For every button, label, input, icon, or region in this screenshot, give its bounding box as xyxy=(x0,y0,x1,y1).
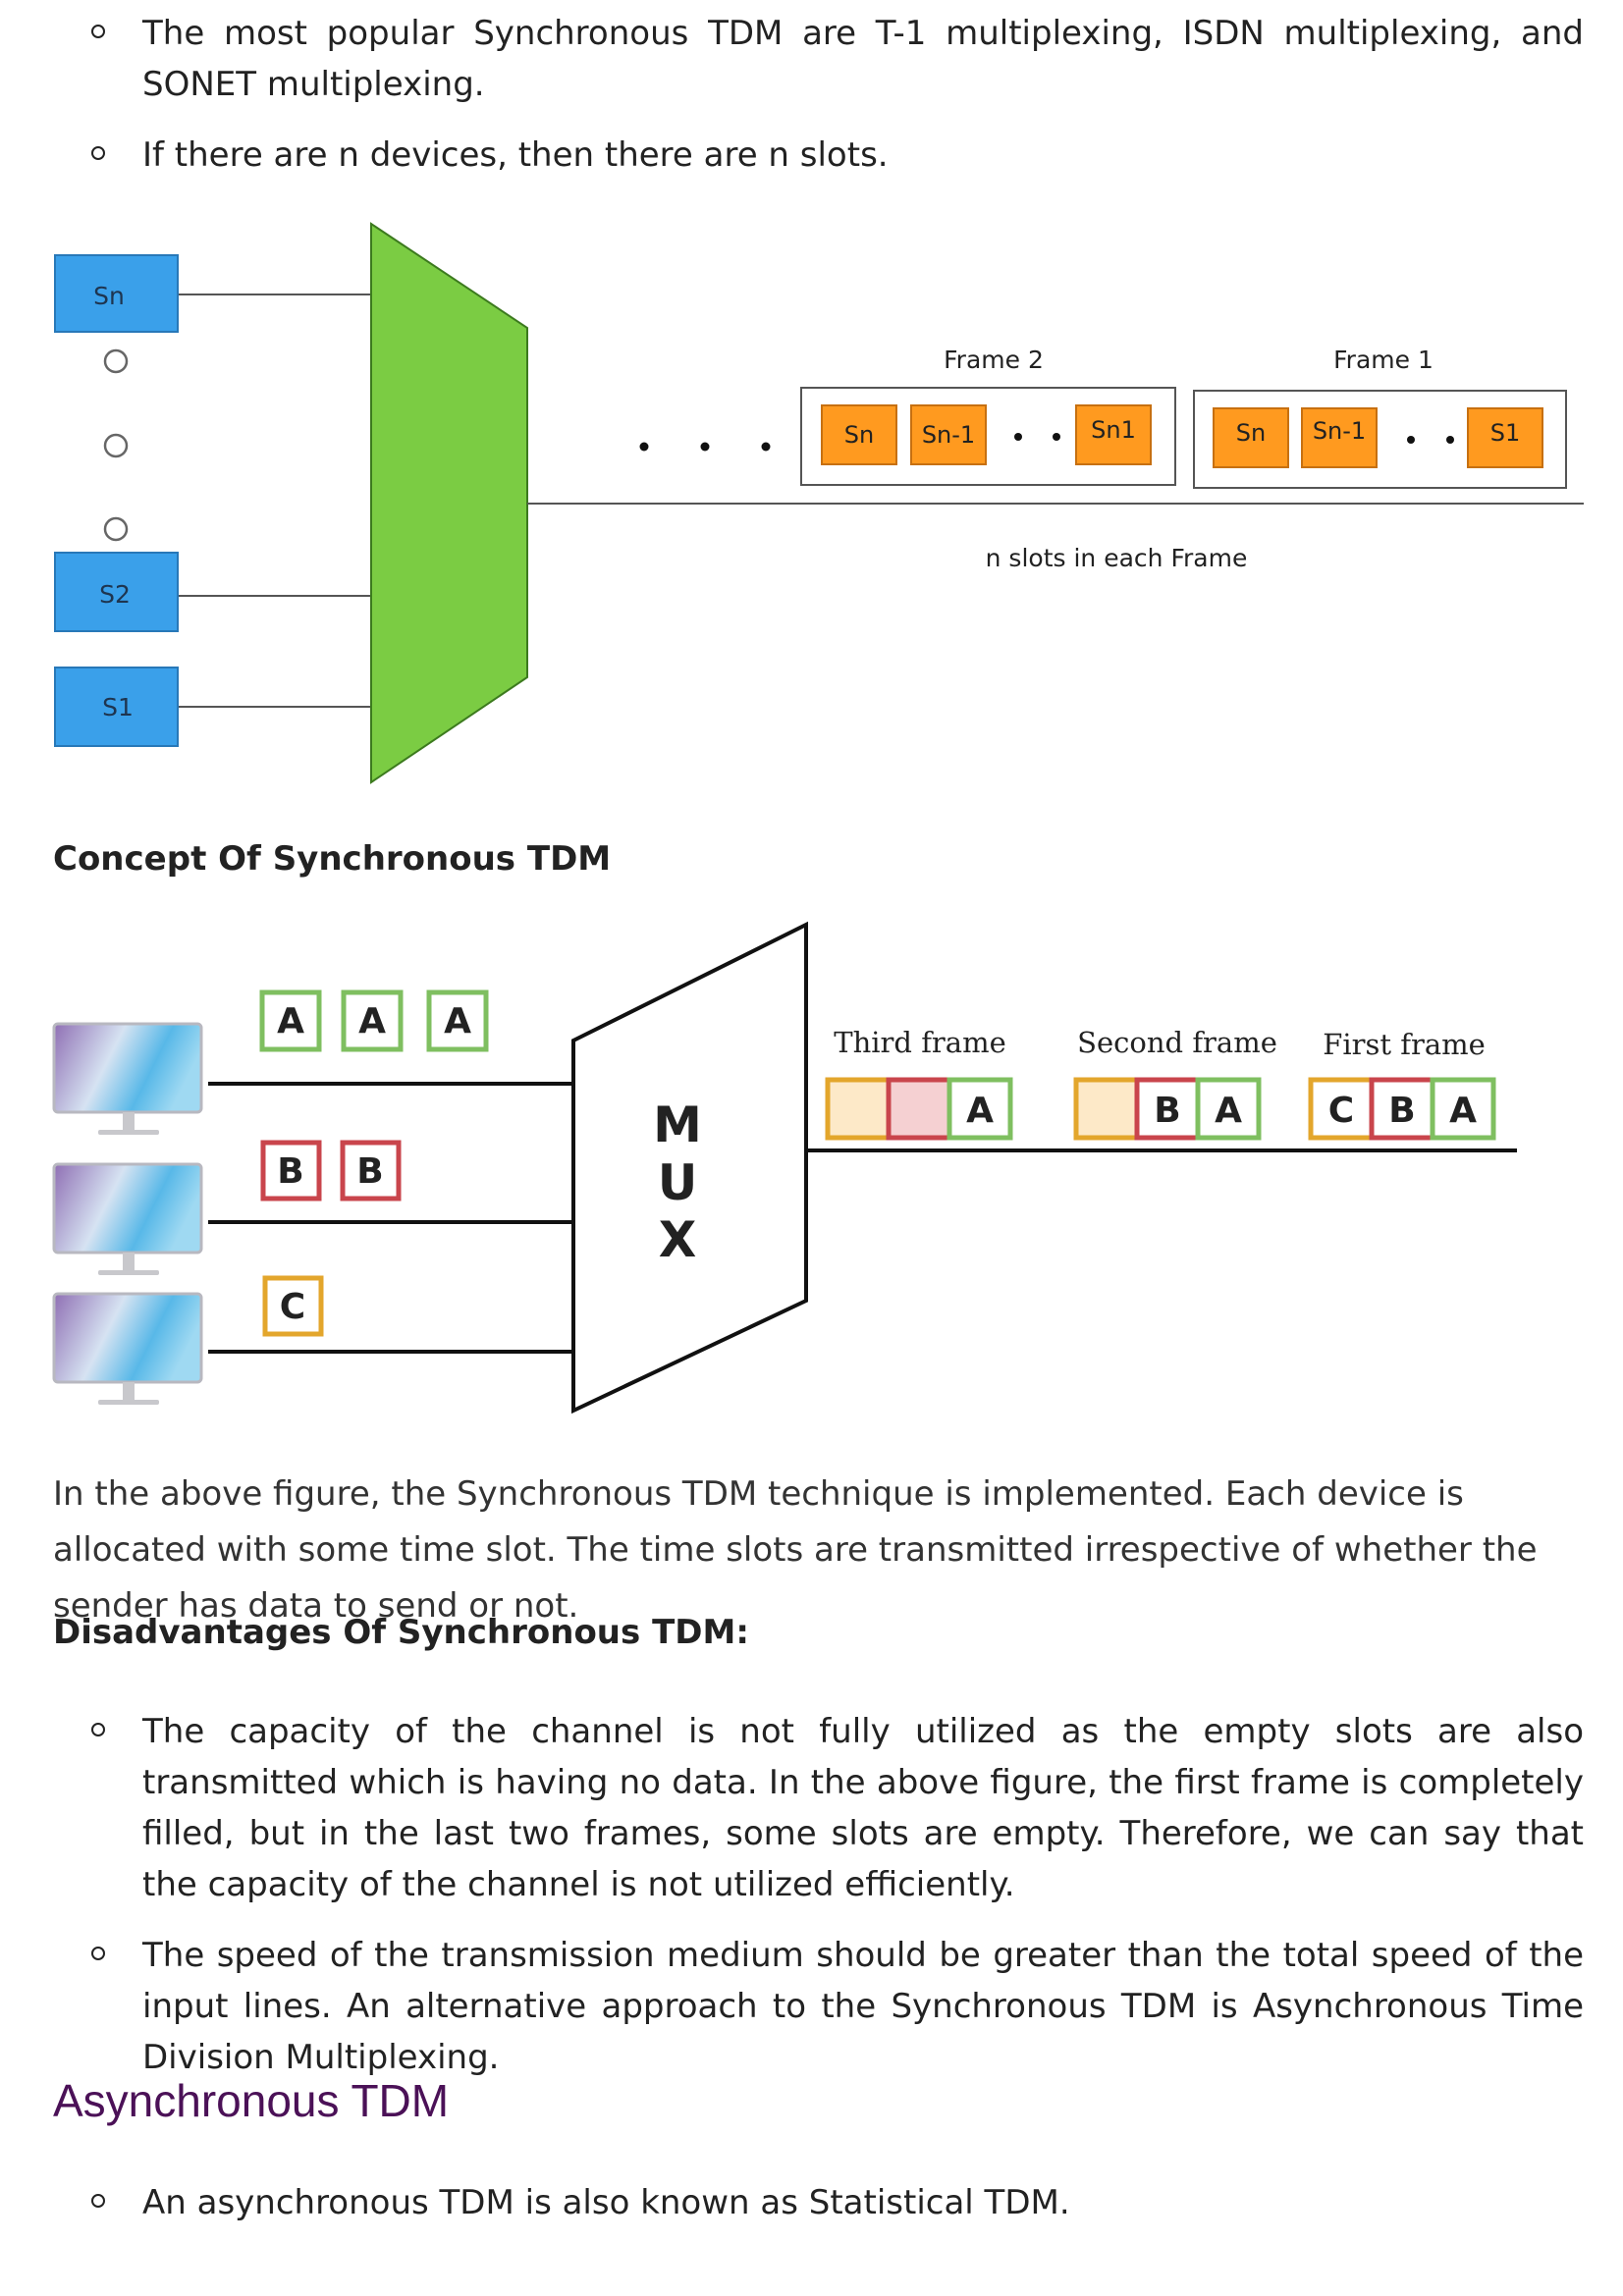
monitor-icon xyxy=(52,1162,203,1275)
third-frame-slots: A xyxy=(825,1077,1013,1141)
ellipsis-dots xyxy=(639,442,771,452)
slot-letter: A xyxy=(1449,1091,1477,1131)
hollow-circle-bullet-icon xyxy=(91,2194,105,2208)
queue-letter: B xyxy=(356,1151,383,1192)
slot-label: Sn xyxy=(1236,419,1266,447)
bullet-text: The most popular Synchronous TDM are T-1… xyxy=(142,14,1584,104)
multiplexer-trapezoid xyxy=(370,222,528,784)
slot-letter: C xyxy=(1328,1091,1354,1131)
bullet-item: If there are n devices, then there are n… xyxy=(91,130,1584,181)
slot-letter: A xyxy=(966,1091,994,1131)
description-paragraph: In the above figure, the Synchronous TDM… xyxy=(53,1474,1538,1626)
queue-letter: A xyxy=(277,1001,304,1041)
second-frame-label: Second frame xyxy=(1077,1026,1277,1059)
device-lines xyxy=(208,1082,573,1354)
source-label: S2 xyxy=(99,580,131,609)
slot-label: Sn xyxy=(844,421,874,449)
source-box-s1: S1 xyxy=(54,667,179,747)
source-label: S1 xyxy=(102,693,134,721)
bullet-text: The speed of the transmission medium sho… xyxy=(142,1936,1584,2077)
bullet-item: The speed of the transmission medium sho… xyxy=(91,1930,1584,2083)
mux-box xyxy=(571,921,808,1415)
queue-b: B B xyxy=(260,1140,402,1201)
slot-label: S1 xyxy=(1490,419,1521,447)
third-frame-label: Third frame xyxy=(834,1026,1006,1059)
queue-letter: B xyxy=(277,1151,303,1192)
bullet-item: The capacity of the channel is not fully… xyxy=(91,1706,1584,1910)
frame2-title: Frame 2 xyxy=(944,346,1044,374)
slot-letter: B xyxy=(1388,1091,1415,1131)
mux-letter: U xyxy=(658,1154,698,1211)
slot-label: Sn1 xyxy=(1091,416,1136,444)
source-box-s2: S2 xyxy=(54,552,179,632)
bullet-item: The most popular Synchronous TDM are T-1… xyxy=(91,8,1584,110)
second-frame-slots: B A xyxy=(1073,1077,1262,1141)
ellipsis-circles xyxy=(103,348,129,542)
queue-letter: C xyxy=(280,1287,305,1327)
hollow-circle-bullet-icon xyxy=(91,25,105,38)
bullet-text: The capacity of the channel is not fully… xyxy=(142,1712,1584,1904)
source-box-sn: Sn xyxy=(54,254,179,333)
disadvantages-list: The capacity of the channel is not fully… xyxy=(91,1706,1584,2083)
sync-tdm-concept-diagram: Sn S2 S1 Frame 2 Frame 1 Sn Sn-1 Sn1 Sn … xyxy=(54,222,1584,784)
frame2-slots: Sn Sn-1 Sn1 xyxy=(821,404,1152,465)
slot-letter: A xyxy=(1215,1091,1242,1131)
frame1-title: Frame 1 xyxy=(1333,346,1434,374)
slot-letter: B xyxy=(1154,1091,1180,1131)
frame-labels: Third frame Second frame First frame xyxy=(834,1026,1486,1061)
slot-label: Sn-1 xyxy=(922,421,975,449)
top-bullet-list: The most popular Synchronous TDM are T-1… xyxy=(91,8,1584,181)
mux-letter: X xyxy=(659,1211,697,1268)
mux-letter: M xyxy=(653,1096,702,1153)
figure-title: Concept Of Synchronous TDM xyxy=(53,839,612,879)
slot-label: Sn-1 xyxy=(1313,417,1366,445)
bullet-item: An asynchronous TDM is also known as Sta… xyxy=(91,2177,1584,2228)
bullet-text: An asynchronous TDM is also known as Sta… xyxy=(142,2183,1070,2222)
queue-letter: A xyxy=(444,1001,471,1041)
queue-c: C xyxy=(262,1275,324,1337)
mux-label: M U X xyxy=(653,1096,702,1268)
hollow-circle-bullet-icon xyxy=(91,1723,105,1736)
source-label: Sn xyxy=(93,282,125,310)
queue-a: A A A xyxy=(259,989,489,1052)
async-bullet-list: An asynchronous TDM is also known as Sta… xyxy=(91,2177,1584,2228)
sync-tdm-mux-diagram: A A A B B C M U X Third frame Second fra… xyxy=(52,921,1517,1415)
first-frame-slots: C B A xyxy=(1308,1077,1496,1141)
source-lines xyxy=(178,294,371,708)
hollow-circle-bullet-icon xyxy=(91,146,105,160)
frame1-slots: Sn Sn-1 S1 xyxy=(1213,407,1543,468)
async-tdm-heading: Asynchronous TDM xyxy=(53,2075,450,2126)
frame-caption: n slots in each Frame xyxy=(986,544,1248,572)
monitor-icon xyxy=(52,1292,203,1405)
queue-letter: A xyxy=(358,1001,386,1041)
monitor-icon xyxy=(52,1022,203,1135)
first-frame-label: First frame xyxy=(1323,1028,1486,1061)
disadvantages-heading: Disadvantages Of Synchronous TDM: xyxy=(53,1613,749,1652)
bullet-text: If there are n devices, then there are n… xyxy=(142,135,889,175)
hollow-circle-bullet-icon xyxy=(91,1947,105,1960)
